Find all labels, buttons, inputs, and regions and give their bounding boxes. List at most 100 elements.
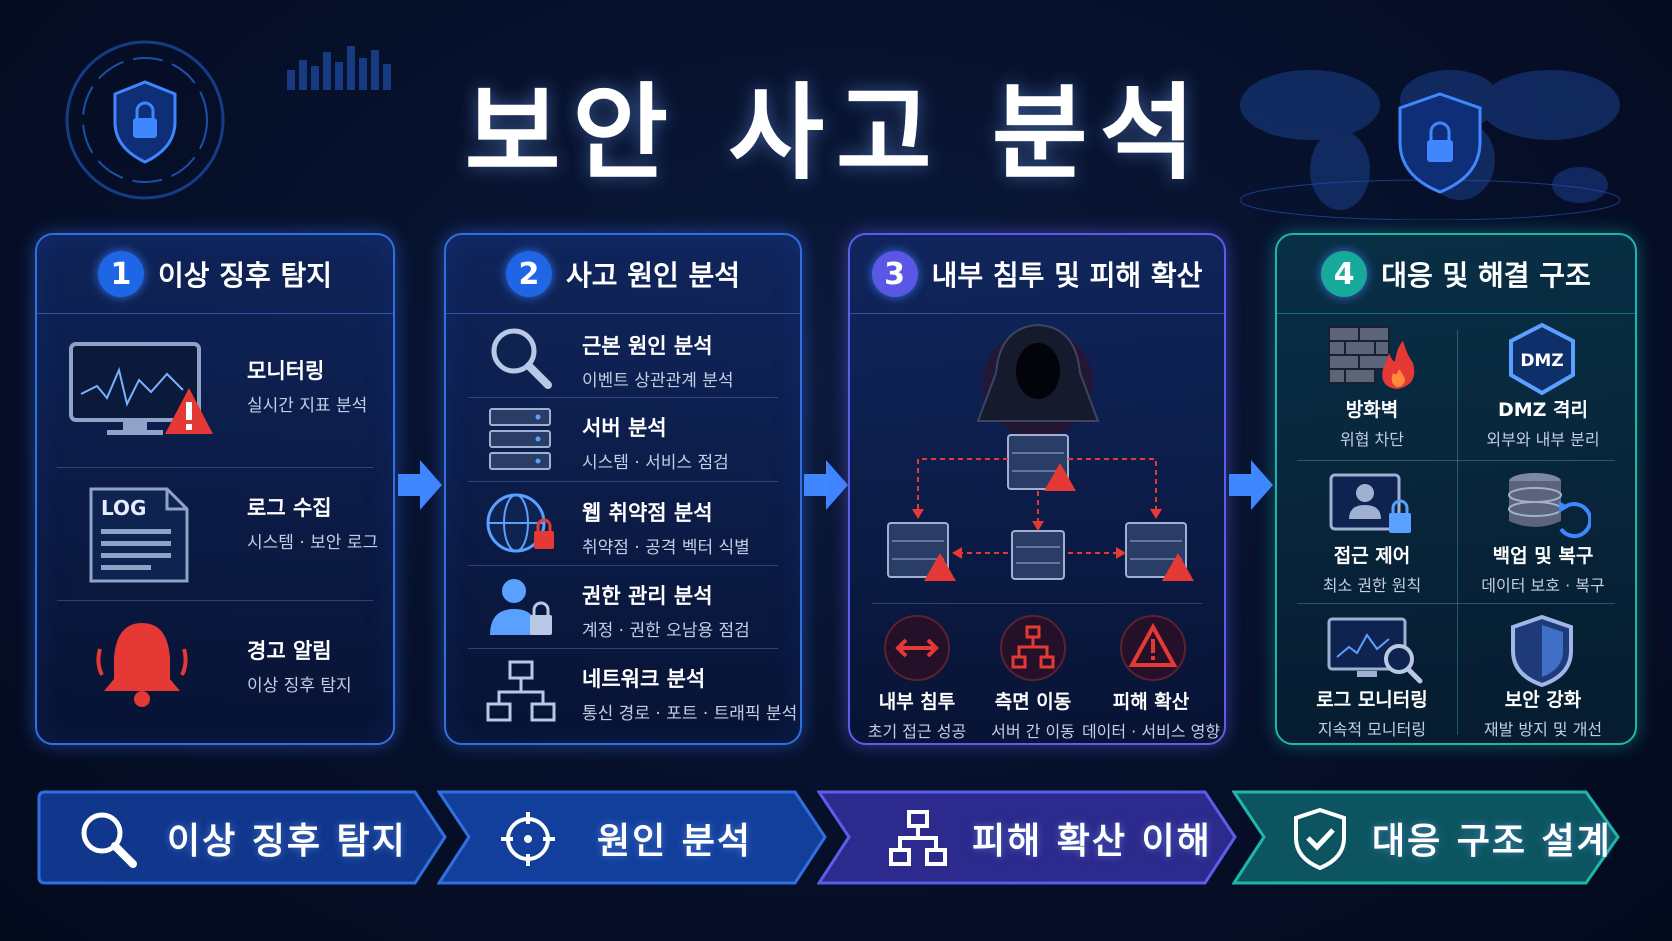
warning-icon — [1044, 463, 1076, 491]
divider — [1297, 460, 1615, 461]
panel-response-structure: 4 대응 및 해결 구조 방화벽 위협 차단 DMZ DMZ 격리 외부와 내부… — [1275, 233, 1637, 745]
item-sub: 위협 차단 — [1340, 430, 1404, 449]
item-sub: 시스템 · 보안 로그 — [247, 533, 379, 553]
web-lock-icon — [486, 493, 554, 553]
swap-arrow-icon — [884, 615, 950, 681]
item-sub: 초기 접근 성공 — [867, 722, 967, 741]
panel-internal-penetration: 3 내부 침투 및 피해 확산 — [848, 233, 1226, 745]
panel-title: 내부 침투 및 피해 확산 — [931, 259, 1203, 292]
panel-title: 사고 원인 분석 — [565, 259, 741, 292]
flow-step-label: 이상 징후 탐지 — [167, 821, 407, 862]
lateral-move-icon — [1000, 615, 1066, 681]
item-label: 웹 취약점 분석 — [582, 501, 713, 525]
log-document-icon: LOG — [89, 487, 189, 583]
item-label: 권한 관리 분석 — [582, 584, 713, 608]
item-label: 방화벽 — [1345, 399, 1399, 421]
divider — [468, 481, 778, 482]
divider — [872, 603, 1202, 604]
item-label: 백업 및 복구 — [1492, 545, 1594, 567]
svg-text:LOG: LOG — [101, 496, 146, 520]
dmz-shield-icon: DMZ — [1509, 323, 1575, 395]
divider — [468, 397, 778, 398]
item-dmz-isolation: DMZ 격리 외부와 내부 분리 — [1457, 395, 1629, 450]
item-label: 측면 이동 — [994, 691, 1072, 713]
arrow-right-icon — [1229, 460, 1273, 510]
panel-header: 1 이상 징후 탐지 — [37, 235, 393, 314]
item-lateral-movement: 측면 이동 서버 간 이동 — [968, 687, 1098, 742]
item-sub: 데이터 · 서비스 영향 — [1081, 722, 1221, 741]
item-sub: 실시간 지표 분석 — [247, 396, 368, 416]
step-number-badge: 4 — [1321, 251, 1368, 297]
item-label: 피해 확산 — [1112, 691, 1190, 713]
hacker-icon — [976, 323, 1100, 438]
flow-step-label: 원인 분석 — [597, 821, 753, 862]
network-icon — [486, 660, 556, 722]
log-monitor-icon — [1327, 617, 1423, 684]
flow-step-label: 피해 확산 이해 — [972, 821, 1212, 862]
item-backup-recovery: 백업 및 복구 데이터 보호 · 복구 — [1457, 541, 1629, 596]
decorative-bar-graph-icon — [287, 46, 391, 90]
item-sub: 시스템 · 서비스 점검 — [582, 453, 729, 473]
backup-icon — [1508, 473, 1591, 539]
divider — [57, 600, 373, 601]
step-number-badge: 1 — [97, 251, 144, 297]
decorative-shield-lock-icon — [1398, 92, 1482, 194]
item-security-hardening: 보안 강화 재발 방지 및 개선 — [1457, 685, 1629, 740]
arrow-right-icon — [804, 460, 848, 510]
item-server-analysis: 서버 분석 시스템 · 서비스 점검 — [582, 412, 729, 473]
item-alert-notification: 경고 알림 이상 징후 탐지 — [247, 635, 352, 696]
item-sub: 계정 · 권한 오남용 점검 — [582, 621, 750, 641]
target-icon — [501, 812, 555, 866]
item-sub: 데이터 보호 · 복구 — [1481, 576, 1605, 595]
alarm-bell-icon — [96, 623, 188, 707]
panel-root-cause-analysis: 2 사고 원인 분석 근본 원인 분석 이벤트 상관관계 분석 서버 분석 시스… — [444, 233, 802, 745]
item-label: 근본 원인 분석 — [582, 334, 713, 358]
panel-title: 대응 및 해결 구조 — [1381, 259, 1591, 292]
item-root-cause: 근본 원인 분석 이벤트 상관관계 분석 — [582, 330, 734, 391]
step-number-badge: 3 — [871, 251, 918, 297]
item-log-collection: 로그 수집 시스템 · 보안 로그 — [247, 492, 378, 553]
flow-step-detection: 이상 징후 탐지 — [37, 790, 447, 885]
item-monitoring: 모니터링 실시간 지표 분석 — [247, 355, 367, 416]
shield-check-icon — [1294, 808, 1346, 870]
flow-step-cause: 원인 분석 — [437, 790, 827, 885]
item-sub: 최소 권한 원칙 — [1322, 576, 1422, 595]
item-damage-spread: 피해 확산 데이터 · 서비스 영향 — [1076, 687, 1226, 742]
panel-title: 이상 징후 탐지 — [157, 259, 333, 292]
item-log-monitoring: 로그 모니터링 지속적 모니터링 — [1287, 685, 1457, 740]
flow-step-response: 대응 구조 설계 — [1232, 790, 1622, 885]
item-access-control: 접근 제어 최소 권한 원칙 — [1287, 541, 1457, 596]
item-sub: 이벤트 상관관계 분석 — [582, 371, 734, 391]
warning-icon — [1162, 553, 1194, 581]
magnifier-icon — [491, 328, 552, 389]
access-control-icon — [1329, 473, 1411, 533]
svg-text:DMZ: DMZ — [1520, 351, 1563, 371]
divider — [468, 565, 778, 566]
monitor-alert-icon — [69, 342, 213, 435]
divider — [468, 648, 778, 649]
server-icon — [1125, 522, 1187, 578]
item-sub: 취약점 · 공격 벡터 식별 — [582, 538, 750, 558]
warning-icon — [1120, 615, 1186, 681]
item-privilege-analysis: 권한 관리 분석 계정 · 권한 오남용 점검 — [582, 580, 750, 641]
item-network-analysis: 네트워크 분석 통신 경로 · 포트 · 트래픽 분석 — [582, 663, 797, 724]
server-icon — [887, 522, 949, 578]
network-icon — [889, 810, 947, 866]
attack-diagram — [887, 323, 1194, 581]
panel-header: 3 내부 침투 및 피해 확산 — [850, 235, 1224, 314]
user-lock-icon — [490, 579, 552, 635]
item-internal-penetration: 내부 침투 초기 접근 성공 — [852, 687, 982, 742]
warning-icon — [924, 553, 956, 581]
item-sub: 재발 방지 및 개선 — [1483, 720, 1603, 739]
item-label: 서버 분석 — [582, 416, 667, 440]
item-label: 로그 수집 — [247, 496, 332, 520]
flow-step-spread: 피해 확산 이해 — [817, 790, 1237, 885]
item-label: 네트워크 분석 — [582, 667, 706, 691]
search-icon — [81, 812, 137, 868]
item-sub: 통신 경로 · 포트 · 트래픽 분석 — [582, 704, 798, 724]
item-sub: 이상 징후 탐지 — [247, 676, 352, 696]
item-sub: 외부와 내부 분리 — [1486, 430, 1600, 449]
step-number-badge: 2 — [505, 251, 552, 297]
panel-anomaly-detection: 1 이상 징후 탐지 모니터링 실시간 지표 분석 LOG 로그 수집 시스템 … — [35, 233, 395, 745]
arrow-right-icon — [398, 460, 442, 510]
